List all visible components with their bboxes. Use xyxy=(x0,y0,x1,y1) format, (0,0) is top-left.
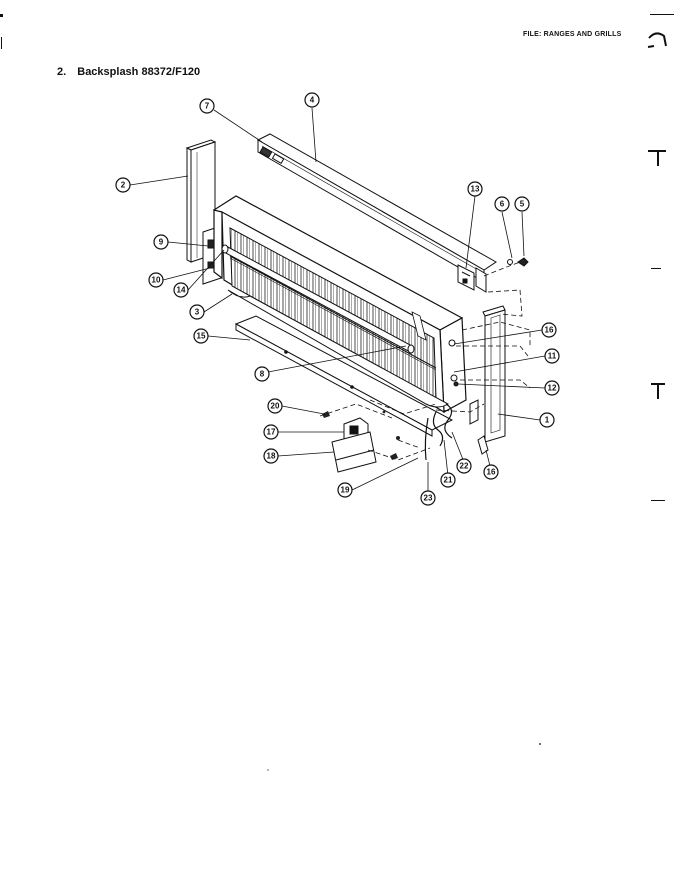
part-screws xyxy=(507,257,529,267)
margin-mark-right-7 xyxy=(651,500,665,501)
margin-mark-right-4 xyxy=(651,268,661,269)
margin-mark-right-6 xyxy=(657,383,659,399)
callout-22: 22 xyxy=(460,462,469,471)
callout-15: 15 xyxy=(197,332,206,341)
section-number: 2. xyxy=(57,66,67,78)
part-rail-bracket xyxy=(457,264,487,293)
corner-scribble xyxy=(647,32,667,48)
callout-6: 6 xyxy=(500,200,505,209)
callout-8: 8 xyxy=(260,370,265,379)
callout-19: 19 xyxy=(341,486,350,495)
section-title-text: Backsplash 88372/F120 xyxy=(77,66,201,78)
part-top-trim xyxy=(256,133,497,283)
callout-13: 13 xyxy=(471,185,480,194)
margin-mark-left-bar xyxy=(1,37,2,49)
callout-18: 18 xyxy=(267,452,276,461)
callout-17: 17 xyxy=(267,428,276,437)
file-label: FILE: RANGES AND GRILLS xyxy=(523,31,622,38)
callout-2: 2 xyxy=(121,181,126,190)
callout-12: 12 xyxy=(548,384,557,393)
part-right-end-cap xyxy=(482,305,506,443)
scan-specks xyxy=(267,743,541,771)
callout-23: 23 xyxy=(424,494,433,503)
part-lamp-tube xyxy=(221,244,415,354)
callout-16-lower: 16 xyxy=(487,468,496,477)
callout-11: 11 xyxy=(548,352,557,361)
callout-1: 1 xyxy=(545,416,550,425)
section-title: 2. Backsplash 88372/F120 xyxy=(57,66,200,78)
leader-lines xyxy=(129,107,546,492)
callout-7: 7 xyxy=(205,102,210,111)
part-bottom-shelf xyxy=(234,315,454,437)
callout-circles xyxy=(115,92,560,506)
margin-mark-right-3 xyxy=(657,150,659,166)
callout-9: 9 xyxy=(159,238,164,247)
callout-10: 10 xyxy=(152,276,161,285)
assembly-dashed-lines xyxy=(319,261,531,461)
callout-3: 3 xyxy=(195,308,200,317)
margin-mark-right-1 xyxy=(650,14,674,15)
callout-21: 21 xyxy=(444,476,453,485)
callout-14: 14 xyxy=(177,286,186,295)
callout-5: 5 xyxy=(520,200,525,209)
part-right-hardware xyxy=(448,339,489,455)
callout-4: 4 xyxy=(310,96,315,105)
callout-20: 20 xyxy=(271,402,280,411)
callout-16-upper: 16 xyxy=(545,326,554,335)
margin-mark-left-top xyxy=(0,14,3,17)
part-transformer xyxy=(331,417,377,473)
part-wiring xyxy=(424,403,453,461)
